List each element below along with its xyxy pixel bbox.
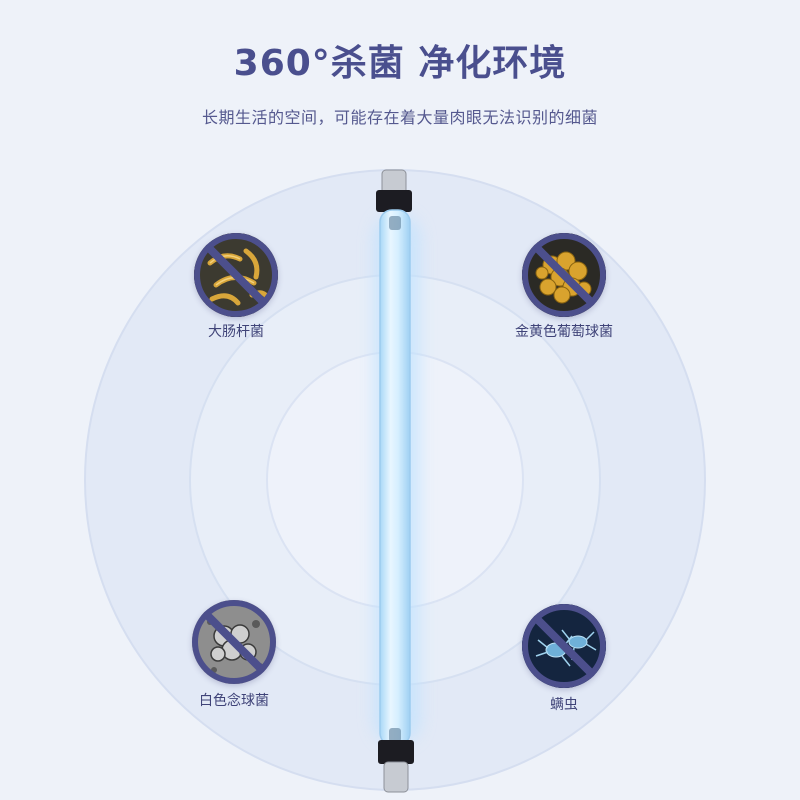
bacteria-label-candida: 白色念球菌 — [199, 693, 269, 709]
page-subtitle: 长期生活的空间，可能存在着大量肉眼无法识别的细菌 — [201, 108, 598, 127]
e-coli-icon — [194, 233, 278, 317]
candida-icon — [192, 600, 276, 684]
mite-icon — [522, 604, 606, 688]
bacteria-label-staphylococcus: 金黄色葡萄球菌 — [515, 324, 613, 340]
staphylococcus-icon — [522, 233, 606, 317]
page-title: 360°杀菌 净化环境 — [233, 43, 567, 84]
bacteria-label-e-coli: 大肠杆菌 — [208, 324, 264, 340]
bacteria-label-mite: 螨虫 — [550, 697, 578, 713]
